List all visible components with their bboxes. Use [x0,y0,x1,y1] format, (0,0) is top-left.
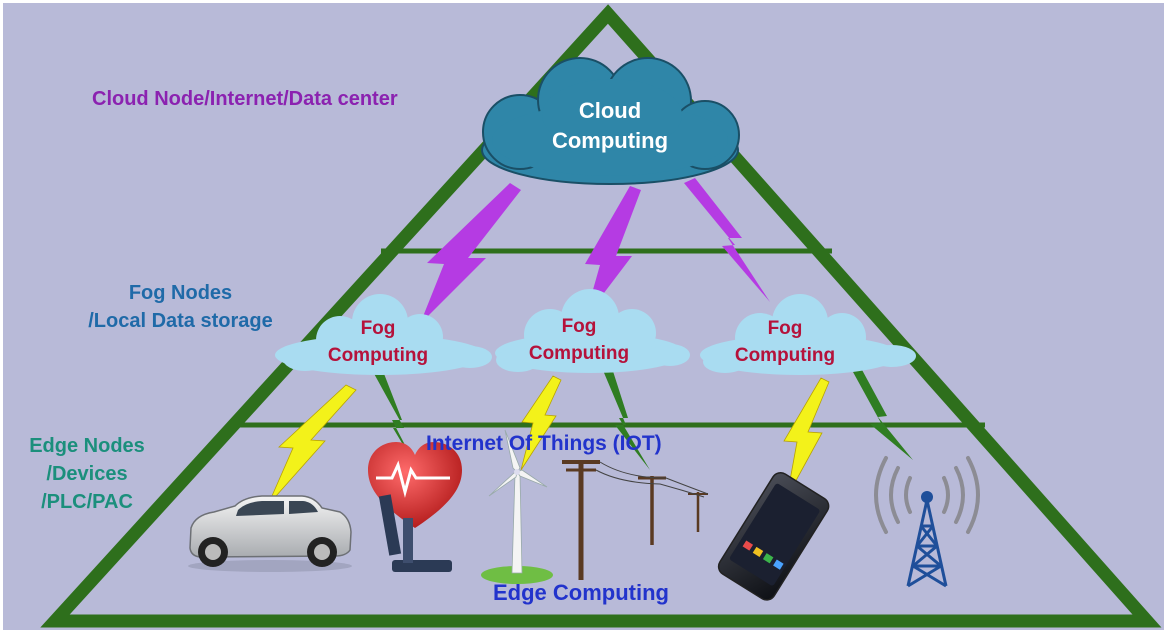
fog-layer-label-line2: /Local Data storage [88,310,273,332]
cloud-to-fog-links [420,178,770,324]
fog-computing-node [495,289,690,373]
fog-to-edge-wireless-links [267,375,830,506]
cloud-layer-label: Cloud Node/Internet/Data center [92,88,398,110]
fog-layer-label: Fog Nodes /Local Data storage [58,279,303,335]
lightning-bolt-icon [783,377,830,498]
fog-computing-node [275,294,492,375]
lightning-bolt-icon [267,384,357,506]
edge-layer-label-line3: /PLC/PAC [41,491,133,513]
lightning-bolt-icon [684,178,770,302]
fog-computing-label-line1: Fog [561,316,597,337]
fog-computing-label-line2: Computing [327,345,429,366]
power-line-icon [562,460,709,580]
lightning-bolt-icon [520,375,562,471]
lightning-bolt-icon [372,366,418,470]
fog-computing-label-line1: Fog [360,318,396,339]
fog-computing-node [700,294,916,375]
cloud-computing-label-line1: Cloud [578,98,642,123]
fog-computing-label: Fog Computing [715,315,855,369]
lightning-bolt-icon [420,183,521,324]
cloud-computing-label-line2: Computing [551,128,669,153]
health-monitor-icon [368,442,462,572]
fog-computing-label: Fog Computing [308,315,448,369]
edge-computing-label: Edge Computing [493,580,669,605]
fog-computing-label-line1: Fog [767,318,803,339]
lightning-bolt-icon [585,186,641,318]
edge-layer-label-line1: Edge Nodes [29,435,145,457]
fog-computing-label: Fog Computing [509,313,649,367]
edge-layer-label-line2: /Devices [46,463,128,485]
lightning-bolt-icon [602,365,650,470]
cloud-computing-node [481,57,740,185]
signal-tower-icon [874,456,980,588]
iot-label: Internet Of Things (IOT) [426,432,662,455]
car-icon [188,495,352,572]
fog-to-edge-wired-links [372,365,913,470]
smartphone-icon [717,471,830,601]
cloud-computing-label: Cloud Computing [530,96,690,156]
fog-computing-label-line2: Computing [528,343,630,364]
fog-computing-label-line2: Computing [734,345,836,366]
lightning-bolt-icon [853,368,913,460]
edge-layer-label: Edge Nodes /Devices /PLC/PAC [12,432,162,516]
fog-layer-label-line1: Fog Nodes [128,282,233,304]
wind-turbine-icon [481,429,553,584]
